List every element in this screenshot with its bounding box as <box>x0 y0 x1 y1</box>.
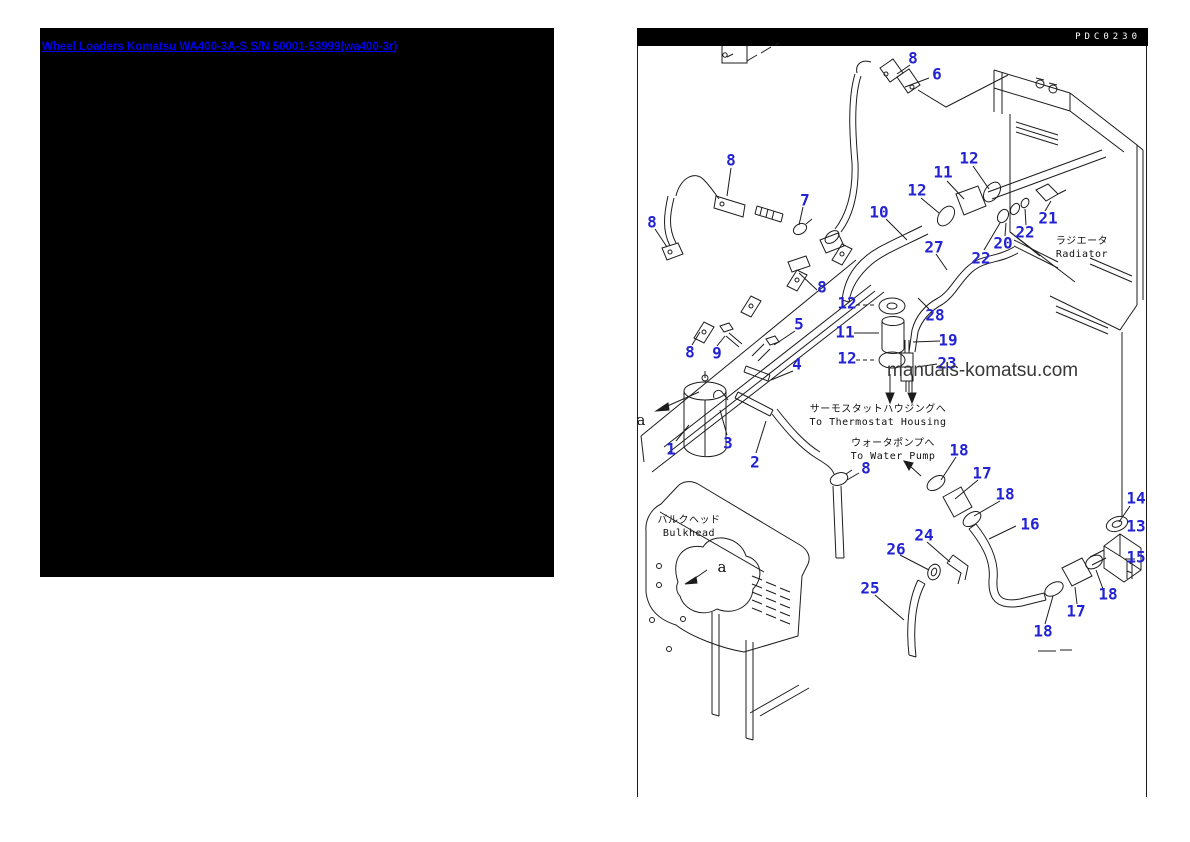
plate-code: PDC0230 <box>1075 32 1141 42</box>
watermark-text: manuals-komatsu.com <box>887 360 1079 381</box>
parts-diagram-panel: PDC0230 <box>637 28 1148 797</box>
breadcrumb-link[interactable]: Wheel Loaders Komatsu WA400-3A-S S/N 500… <box>42 41 398 53</box>
left-black-panel: Wheel Loaders Komatsu WA400-3A-S S/N 500… <box>40 28 554 577</box>
plate-header-bar: PDC0230 <box>637 28 1148 46</box>
